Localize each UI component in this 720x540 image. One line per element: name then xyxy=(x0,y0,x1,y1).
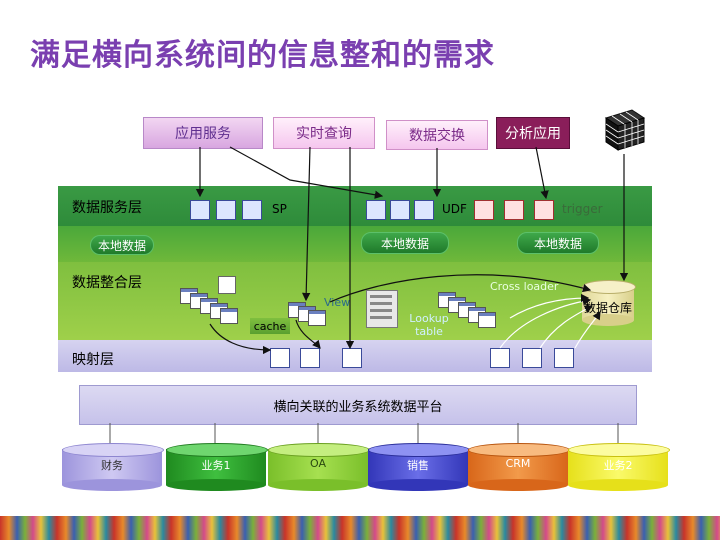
system-label: 业务1 xyxy=(201,459,231,472)
local-data-left-label: 本地数据 xyxy=(97,238,146,253)
sp-label: SP xyxy=(272,202,287,216)
local-data-right: 本地数据 xyxy=(517,232,599,254)
system-label: 销售 xyxy=(407,459,429,472)
system-label: OA xyxy=(310,457,326,470)
analysis-app-label: 分析应用 xyxy=(505,126,561,142)
realtime-query-label: 实时查询 xyxy=(296,126,352,142)
system-cylinder[interactable]: CRM xyxy=(468,443,570,491)
app-service-box[interactable]: 应用服务 xyxy=(143,117,263,149)
realtime-query-box[interactable]: 实时查询 xyxy=(273,117,375,149)
mapping-layer-label: 映射层 xyxy=(72,352,114,368)
trigger-icon xyxy=(474,200,494,220)
local-data-middle: 本地数据 xyxy=(361,232,449,254)
service-layer-label: 数据服务层 xyxy=(72,200,142,216)
view-label: View xyxy=(324,296,351,309)
app-service-label: 应用服务 xyxy=(175,126,231,142)
udf-function-icon xyxy=(366,200,386,220)
udf-function-icon xyxy=(390,200,410,220)
cross-loader-label: Cross loader xyxy=(490,280,559,293)
trigger-group: trigger xyxy=(474,198,614,220)
mapping-table-icon xyxy=(270,348,290,368)
lookup-table-label: Lookup table xyxy=(409,312,449,338)
table-stack-left xyxy=(180,288,250,328)
udf-group: UDF xyxy=(366,198,476,220)
mapping-table-icon xyxy=(554,348,574,368)
system-cylinder[interactable]: OA xyxy=(268,443,370,491)
cache-box: cache xyxy=(250,318,290,334)
cache-label: cache xyxy=(253,319,287,333)
decorative-footer-strip xyxy=(0,516,720,540)
integration-small-icon xyxy=(218,276,236,294)
sp-function-icon xyxy=(216,200,236,220)
system-label: 业务2 xyxy=(603,459,633,472)
analysis-app-box[interactable]: 分析应用 xyxy=(496,117,570,149)
sp-function-icon xyxy=(190,200,210,220)
udf-function-icon xyxy=(414,200,434,220)
sp-function-icon xyxy=(242,200,262,220)
platform-label: 横向关联的业务系统数据平台 xyxy=(273,399,443,415)
cube-icon xyxy=(602,106,648,154)
local-data-left: 本地数据 xyxy=(90,235,154,255)
trigger-icon xyxy=(504,200,524,220)
system-cylinder[interactable]: 销售 xyxy=(368,443,470,491)
local-data-middle-label: 本地数据 xyxy=(380,236,429,251)
table-stack-right xyxy=(438,292,508,332)
table-icon xyxy=(478,312,496,328)
mapping-icons-right xyxy=(490,346,600,368)
lookup-table-icon xyxy=(366,290,398,328)
sp-group: SP xyxy=(190,198,300,220)
mapping-table-icon xyxy=(522,348,542,368)
trigger-icon xyxy=(534,200,554,220)
mapping-table-icon xyxy=(300,348,320,368)
system-label: 财务 xyxy=(101,459,123,472)
table-icon xyxy=(220,308,238,324)
mapping-icons-left xyxy=(270,346,370,368)
data-exchange-label: 数据交换 xyxy=(409,128,465,144)
data-exchange-box[interactable]: 数据交换 xyxy=(386,120,488,150)
view-icon xyxy=(308,310,326,326)
trigger-label: trigger xyxy=(562,202,603,216)
system-cylinder[interactable]: 业务1 xyxy=(166,443,268,491)
local-data-right-label: 本地数据 xyxy=(533,236,582,251)
platform-bar: 横向关联的业务系统数据平台 xyxy=(79,385,637,425)
system-cylinder[interactable]: 业务2 xyxy=(568,443,670,491)
system-label: CRM xyxy=(505,457,531,470)
udf-label: UDF xyxy=(442,202,467,216)
mapping-table-icon xyxy=(490,348,510,368)
system-cylinder[interactable]: 财务 xyxy=(62,443,164,491)
integration-layer-label: 数据整合层 xyxy=(72,275,142,291)
page-title: 满足横向系统间的信息整和的需求 xyxy=(30,38,495,73)
view-group: View xyxy=(288,296,352,328)
